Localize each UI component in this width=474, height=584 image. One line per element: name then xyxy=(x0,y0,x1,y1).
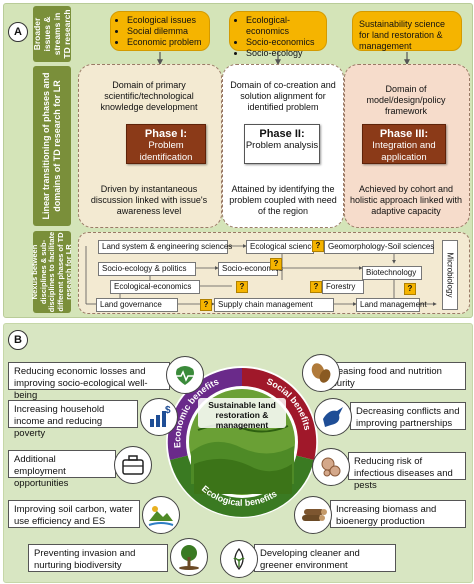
issue-box-2: Ecological-economics Socio-economics Soc… xyxy=(229,11,327,58)
benefit-left-3: Additional employment opportunities xyxy=(8,450,116,489)
issue-socio-economics: Socio-economics xyxy=(246,37,320,48)
issue-box-3: Sustainability science for land restorat… xyxy=(352,11,462,51)
phase-2-title: Phase II: xyxy=(259,128,305,140)
phase-3-box: Phase III: Integration and application xyxy=(362,124,446,164)
question-mark-6: ? xyxy=(312,240,324,252)
landscape-water-icon xyxy=(142,496,180,534)
nexus-land-governance: Land governance xyxy=(96,298,178,312)
driver-3-text: Achieved by cohort and holistic approach… xyxy=(349,184,463,216)
nexus-ecological-sciences: Ecological sciences xyxy=(246,240,320,254)
driver-1-text: Driven by instantaneous discussion linke… xyxy=(90,184,208,216)
benefit-left-2: Increasing household income and reducing… xyxy=(8,400,138,439)
benefit-right-5: Developing cleaner and greener environme… xyxy=(254,544,396,572)
phase-1-box: Phase I: Problem identification xyxy=(126,124,206,164)
center-title: Sustainable land restoration & managemen… xyxy=(208,400,276,430)
question-mark-3: ? xyxy=(270,258,282,270)
benefit-right-1: Increasing food and nutrition security xyxy=(316,362,466,390)
briefcase-icon xyxy=(114,446,152,484)
benefit-left-4: Improving soil carbon, water use efficie… xyxy=(8,500,140,528)
nexus-supply-chain: Supply chain management xyxy=(214,298,334,312)
nexus-connectors xyxy=(85,244,437,306)
phase-2-box: Phase II: Problem analysis xyxy=(244,124,320,164)
seedling-drop-icon xyxy=(220,540,258,578)
logs-icon xyxy=(294,496,332,534)
benefit-left-1: Reducing economic losses and improving s… xyxy=(8,362,170,401)
nexus-geomorphology: Geomorphology-Soil sciences xyxy=(324,240,434,254)
phase-2-text: Problem analysis xyxy=(245,140,319,151)
central-ring: Economic benefits Social benefits Ecolog… xyxy=(166,366,318,518)
nexus-microbiology: Microbiology xyxy=(442,240,458,310)
panel-b-label: B xyxy=(8,330,28,350)
domain-2-text: Domain of co-creation and solution align… xyxy=(230,80,336,112)
tree-icon xyxy=(170,538,208,576)
question-mark-2: ? xyxy=(310,281,322,293)
microbe-icon xyxy=(312,448,350,486)
issue-box-1: Ecological issues Social dilemma Economi… xyxy=(110,11,210,51)
side-label-linear-transition: Linear transitioning of phases and domai… xyxy=(33,66,71,226)
question-mark-4: ? xyxy=(200,299,212,311)
nexus-land-system: Land system & engineering sciences xyxy=(98,240,232,254)
domain-1-text: Domain of primary scientific/technologic… xyxy=(100,80,198,112)
domain-3-text: Domain of model/design/policy framework xyxy=(366,84,446,116)
nexus-forestry: Forestry xyxy=(322,280,364,294)
phase-3-title: Phase III: xyxy=(379,128,429,140)
nexus-ecological-economics: Ecological-economics xyxy=(110,280,200,294)
issue-economic: Economic problem xyxy=(127,37,203,48)
phase-1-text: Problem identification xyxy=(139,140,193,163)
dove-icon xyxy=(314,398,352,436)
phase-1-title: Phase I: xyxy=(144,128,188,140)
side-label-broader-issues: Broader issues & streams in TD research xyxy=(32,6,72,62)
benefit-right-3: Reducing risk of infectious diseases and… xyxy=(348,452,466,491)
phase-3-text: Integration and application xyxy=(372,140,436,163)
seeds-icon xyxy=(302,354,340,392)
benefit-right-2: Decreasing conflicts and improving partn… xyxy=(350,402,466,430)
issue-socio-ecology: Socio-ecology xyxy=(246,48,320,59)
driver-2-text: Attained by identifying the problem coup… xyxy=(229,184,337,216)
svg-text:$: $ xyxy=(165,405,171,416)
benefit-left-5: Preventing invasion and nurturing biodiv… xyxy=(28,544,168,572)
issue-sustainability: Sustainability science for land restorat… xyxy=(359,19,446,51)
issue-ecological: Ecological issues xyxy=(127,15,203,26)
heartbeat-icon xyxy=(166,356,204,394)
nexus-socio-ecology-politics: Socio-ecology & politics xyxy=(98,262,196,276)
issue-ecological-economics: Ecological-economics xyxy=(246,15,320,37)
benefit-right-4: Increasing biomass and bioenergy product… xyxy=(330,500,466,528)
money-growth-icon: $ xyxy=(140,398,178,436)
side-label-nexus: Nexus between disciplines & sub-discipli… xyxy=(29,231,73,313)
issue-social: Social dilemma xyxy=(127,26,203,37)
question-mark-5: ? xyxy=(404,283,416,295)
nexus-biotechnology: Biotechnology xyxy=(362,266,422,280)
panel-a-label: A xyxy=(8,22,28,42)
nexus-socio-economics: Socio-economics xyxy=(218,262,283,276)
nexus-land-management: Land management xyxy=(356,298,427,312)
question-mark-1: ? xyxy=(236,281,248,293)
